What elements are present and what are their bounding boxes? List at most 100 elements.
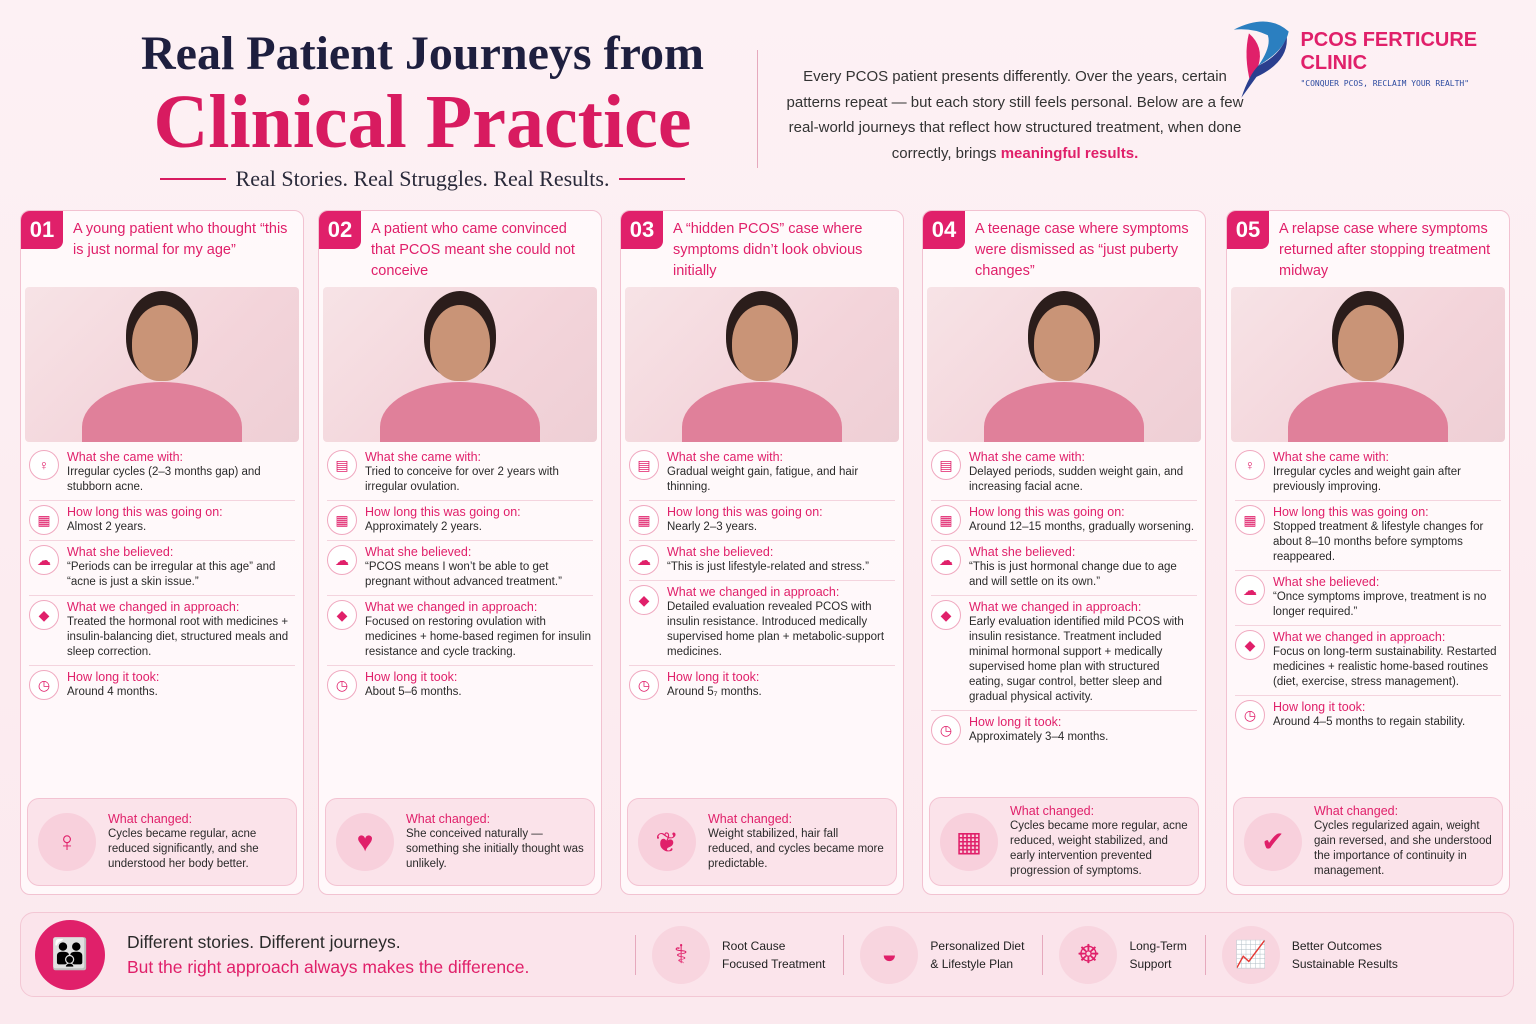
thought-icon: ☁ <box>327 545 357 575</box>
subtitle: Real Stories. Real Struggles. Real Resul… <box>235 166 610 191</box>
info-label: How long it took: <box>67 670 160 684</box>
what-changed-text: Cycles became regular, acne reduced sign… <box>108 828 259 870</box>
intro-body: Every PCOS patient presents differently.… <box>786 68 1244 162</box>
meditation-icon: ☸ <box>1059 925 1118 984</box>
patient-card: 03 A “hidden PCOS” case where symptoms di… <box>620 210 904 895</box>
patient-photo <box>625 287 899 442</box>
thought-icon: ☁ <box>1235 575 1265 605</box>
chart-icon: ▤ <box>931 450 961 480</box>
feature-line-2: Sustainable Results <box>1291 956 1398 971</box>
what-changed-box: ♥What changed:She conceived naturally — … <box>325 798 595 886</box>
info-label: What she believed: <box>667 545 774 559</box>
family-icon: 👪 <box>35 919 105 990</box>
card-number: 04 <box>923 211 965 249</box>
divider <box>159 178 226 180</box>
intro-text: Every PCOS patient presents differently.… <box>780 64 1250 166</box>
info-item: ◆What we changed in approach:Focused on … <box>327 596 593 666</box>
card-title: A young patient who thought “this is jus… <box>73 221 288 258</box>
feature-line-1: Long-Term <box>1129 938 1187 953</box>
info-label: What we changed in approach: <box>67 600 240 614</box>
card-number: 03 <box>621 211 663 249</box>
what-changed-box: ❦What changed:Weight stabilized, hair fa… <box>627 798 897 886</box>
what-changed-box: ♀ What changed: Cycles became regular, acn… <box>27 798 297 886</box>
info-label: How long this was going on: <box>969 505 1125 519</box>
clinic-logo: PCOS FERTICURE CLINIC "CONQUER PCOS, REC… <box>1230 16 1536 100</box>
info-item: ◆What we changed in approach:Detailed ev… <box>629 581 895 666</box>
info-label: How long this was going on: <box>365 505 521 519</box>
info-item: ◆What we changed in approach:Early evalu… <box>931 596 1197 711</box>
info-label: How long it took: <box>667 670 760 684</box>
clock-icon: ◷ <box>29 670 59 700</box>
woman-profile-icon: ♀ <box>38 813 96 871</box>
info-item: ◷How long it took:Approximately 3–4 mont… <box>931 711 1197 750</box>
info-label: What she believed: <box>365 545 472 559</box>
what-changed-label: What changed: <box>1314 804 1399 818</box>
what-changed-label: What changed: <box>1010 804 1095 818</box>
clock-icon: ◷ <box>629 670 659 700</box>
title-line-2: Clinical Practice <box>153 80 692 164</box>
feature-line-1: Root Cause <box>722 938 786 953</box>
footer-line-2: But the right approach always makes the … <box>127 956 530 977</box>
info-label: What she came with: <box>969 450 1086 464</box>
clock-icon: ◷ <box>327 670 357 700</box>
info-item: ◷How long it took:Around 5₇ months. <box>629 666 895 705</box>
info-value: “This is just hormonal change due to age… <box>969 561 1177 588</box>
info-item: ▦ How long this was going on: Approximatel… <box>327 501 593 541</box>
info-value: Approximately 3–4 months. <box>969 731 1109 743</box>
info-label: What she came with: <box>365 450 482 464</box>
footer-line-1: Different stories. Different journeys. <box>127 931 401 952</box>
info-item: ◷ How long it took: About 5–6 months. <box>327 666 593 705</box>
info-value: Tried to conceive for over 2 years with … <box>365 466 559 493</box>
woman-icon: ♀ <box>29 450 59 480</box>
clock-icon: ◷ <box>931 715 961 745</box>
card-title: A “hidden PCOS” case where symptoms didn… <box>673 221 863 279</box>
info-value: About 5–6 months. <box>365 686 462 698</box>
info-value: Stopped treatment & lifestyle changes fo… <box>1273 521 1484 563</box>
calendar-icon: ▦ <box>940 812 998 871</box>
info-label: What she came with: <box>667 450 784 464</box>
info-value: Delayed periods, sudden weight gain, and… <box>969 466 1184 493</box>
info-value: “PCOS means I won’t be able to get pregn… <box>365 561 562 588</box>
calendar-icon: ▦ <box>327 505 357 535</box>
what-changed-text: Cycles regularized again, weight gain re… <box>1314 820 1492 877</box>
calendar-icon: ▦ <box>629 505 659 535</box>
feature-line-2: Focused Treatment <box>722 956 826 971</box>
info-value: Early evaluation identified mild PCOS wi… <box>969 616 1184 703</box>
info-value: “This is just lifestyle-related and stre… <box>667 561 869 573</box>
what-changed-text: Cycles became more regular, acne reduced… <box>1010 820 1188 877</box>
info-label: What she believed: <box>1273 575 1380 589</box>
clock-icon: ◷ <box>1235 700 1265 730</box>
info-label: What she came with: <box>1273 450 1390 464</box>
title-line-1: Real Patient Journeys from <box>140 27 704 80</box>
stethoscope-icon: ⚕ <box>652 925 710 984</box>
thought-icon: ☁ <box>29 545 59 575</box>
info-item: ▦How long this was going on:Almost 2 yea… <box>29 501 295 541</box>
info-value: Irregular cycles (2–3 months gap) and st… <box>67 466 261 493</box>
feature-line-1: Better Outcomes <box>1291 938 1382 953</box>
info-label: How long it took: <box>365 670 458 684</box>
card-title: A relapse case where symptoms returned a… <box>1279 221 1491 279</box>
card-number: 05 <box>1227 211 1269 249</box>
clinic-name: PCOS FERTICURE CLINIC <box>1300 28 1478 74</box>
hair-follicle-icon: ❦ <box>638 813 696 871</box>
chart-icon: ▤ <box>327 450 357 480</box>
info-label: What we changed in approach: <box>969 600 1142 614</box>
what-changed-label: What changed: <box>108 812 193 826</box>
what-changed-label: What changed: <box>406 812 491 826</box>
info-value: Detailed evaluation revealed PCOS with i… <box>667 601 885 658</box>
chart-icon: ▤ <box>629 450 659 480</box>
calendar-icon: ▦ <box>29 505 59 535</box>
info-value: Almost 2 years. <box>67 521 147 533</box>
info-item: ♀What she came with:Irregular cycles and… <box>1235 446 1501 501</box>
info-value: Focused on restoring ovulation with medi… <box>365 616 591 658</box>
info-label: What we changed in approach: <box>1273 630 1446 644</box>
what-changed-text: Weight stabilized, hair fall reduced, an… <box>708 828 884 870</box>
info-item: ▤ What she came with: Tried to conceive fo… <box>327 446 593 501</box>
info-item: ☁What she believed:“Once symptoms improv… <box>1235 571 1501 626</box>
calendar-icon: ▦ <box>931 505 961 535</box>
info-value: Approximately 2 years. <box>365 521 482 533</box>
